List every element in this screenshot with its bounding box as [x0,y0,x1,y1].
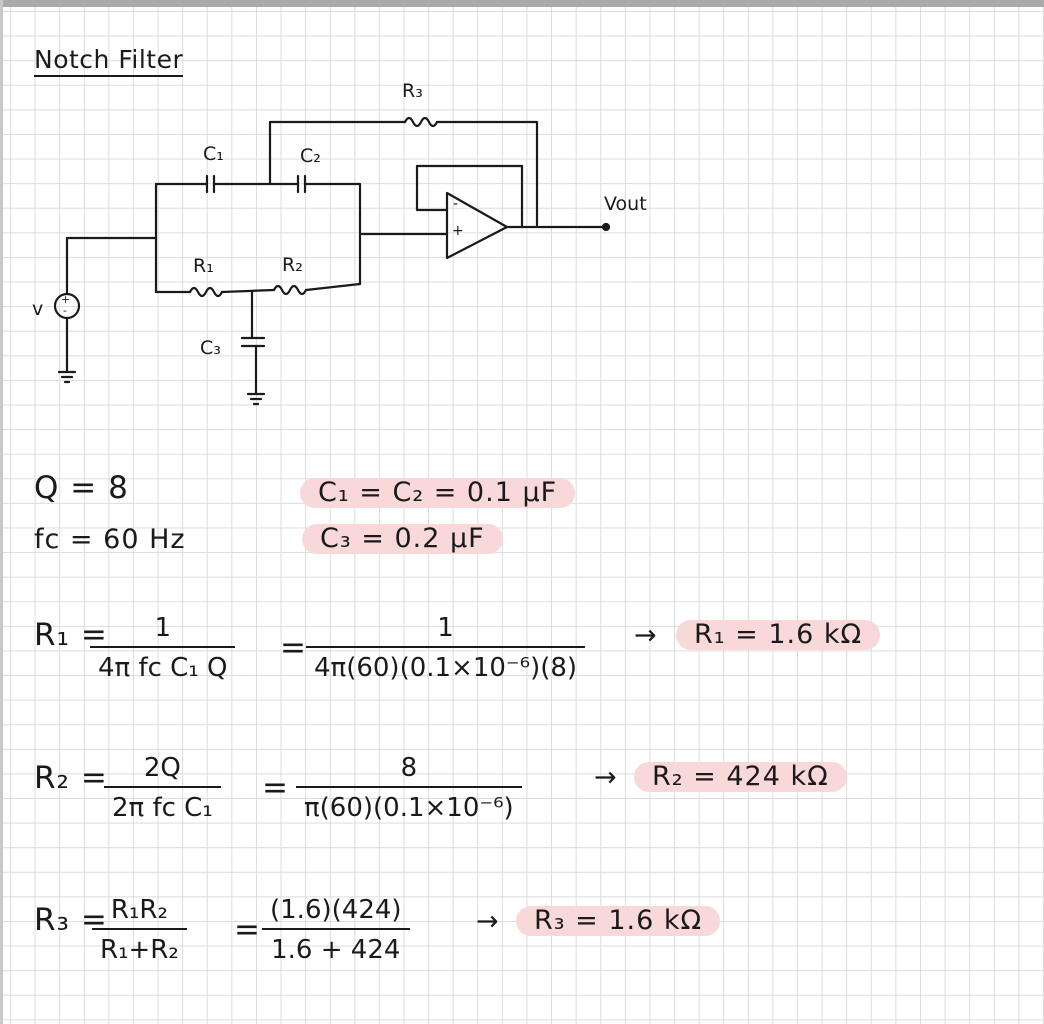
r3-feedback-wire [268,120,407,185]
r3-resistor [403,116,439,128]
r3-formula-fraction: R₁R₂ R₁+R₂ [92,894,187,966]
r3-lhs: R₃ = [34,902,108,938]
r1-result-highlight: R₁ = 1.6 kΩ [676,620,881,650]
r3-formula-denominator: R₁+R₂ [100,935,179,965]
r2-substituted-numerator: 8 [400,753,418,783]
label-opamp-plus: + [452,223,464,239]
label-c3: C₃ [200,337,221,359]
r1-substituted-numerator: 1 [437,613,454,643]
label-r2: R₂ [282,254,303,276]
label-vout: Vout [604,193,647,215]
r3-substituted-denominator: 1.6 + 424 [271,935,401,965]
opamp-triangle [445,191,509,260]
opamp-follower-wire [415,164,524,229]
r1-substituted-denominator: 4π(60)(0.1×10⁻⁶)(8) [314,653,578,683]
r2-lhs: R₂ = [34,760,108,796]
r2-substituted-bar [296,786,522,788]
source-top-wire [65,236,158,296]
r2-formula-denominator: 2π fc C₁ [112,793,213,823]
given-c1-c2-highlight: C₁ = C₂ = 0.1 μF [300,478,576,508]
label-source: v [32,298,44,320]
r3-formula-bar [92,928,187,930]
r3-result-highlight: R₃ = 1.6 kΩ [516,906,721,936]
r1-formula-denominator: 4π fc C₁ Q [98,653,228,683]
window-left-edge [0,0,3,1024]
r3-formula-numerator: R₁R₂ [110,895,168,925]
r3-arrow-icon: → [476,906,500,937]
r2-formula-bar [104,786,221,788]
page-title: Notch Filter [34,46,184,77]
r3-feedback-wire-right [435,120,539,227]
label-source-minus: - [63,304,67,317]
c2-wire-right [303,182,362,286]
r2-resistor [272,284,308,296]
c3-plates [240,336,266,348]
r1-arrow-icon: → [634,620,658,651]
r3-substituted-bar [262,928,410,930]
given-fc: fc = 60 Hz [34,524,186,555]
given-c3-highlight: C₃ = 0.2 μF [302,524,503,554]
r1-r2-wire [220,288,276,294]
label-opamp-minus: - [453,196,459,212]
r3-substituted-fraction: (1.6)(424) 1.6 + 424 [262,894,410,966]
r1-formula-bar [90,646,236,648]
r2-wire-right [304,282,362,292]
r1-resistor [188,286,224,298]
r1-formula-numerator: 1 [154,613,172,643]
r3-equals: = [234,912,261,948]
label-c2: C₂ [300,145,321,167]
r1-formula-fraction: 1 4π fc C₁ Q [90,612,236,684]
r3-substituted-numerator: (1.6)(424) [270,895,402,925]
r1-substituted-bar [306,646,586,648]
r1-substituted-fraction: 1 4π(60)(0.1×10⁻⁶)(8) [306,612,586,684]
r2-formula-numerator: 2Q [143,753,181,783]
window-top-bar [0,0,1044,7]
source-ground [57,370,77,384]
r2-substituted-denominator: π(60)(0.1×10⁻⁶) [304,793,514,823]
label-c1: C₁ [203,143,224,165]
grid-paper-page [3,7,1044,1024]
output-terminal [601,222,611,232]
r1-equals: = [280,630,307,666]
r2-formula-fraction: 2Q 2π fc C₁ [104,752,221,824]
label-source-plus: + [61,293,71,306]
label-r1: R₁ [193,255,214,277]
label-r3: R₃ [402,80,423,102]
c3-ground [246,392,266,406]
given-q: Q = 8 [34,470,129,506]
r2-substituted-fraction: 8 π(60)(0.1×10⁻⁶) [296,752,522,824]
r2-arrow-icon: → [594,762,618,793]
r2-equals: = [262,770,289,806]
r2-result-highlight: R₂ = 424 kΩ [634,762,847,792]
